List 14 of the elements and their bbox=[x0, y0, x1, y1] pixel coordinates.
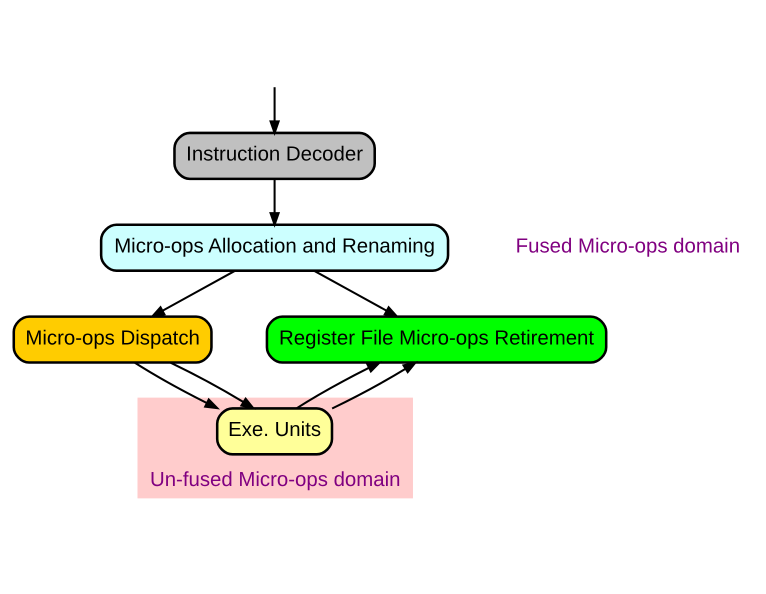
arrow bbox=[296, 361, 382, 410]
node-box: Exe. Units bbox=[216, 407, 334, 456]
arrow bbox=[134, 362, 220, 410]
arrow bbox=[314, 270, 400, 318]
arrow bbox=[269, 87, 280, 136]
arrow bbox=[150, 270, 236, 318]
node-box: Micro-ops Dispatch bbox=[12, 315, 213, 364]
node-box: Register File Micro-ops Retirement bbox=[266, 315, 608, 364]
label: Fused Micro-ops domain bbox=[516, 236, 740, 258]
arrow bbox=[170, 362, 256, 410]
node-box: Instruction Decoder bbox=[173, 132, 376, 180]
node-box: Micro-ops Allocation and Renaming bbox=[100, 223, 450, 272]
arrow bbox=[269, 179, 280, 228]
arrow bbox=[332, 361, 418, 410]
